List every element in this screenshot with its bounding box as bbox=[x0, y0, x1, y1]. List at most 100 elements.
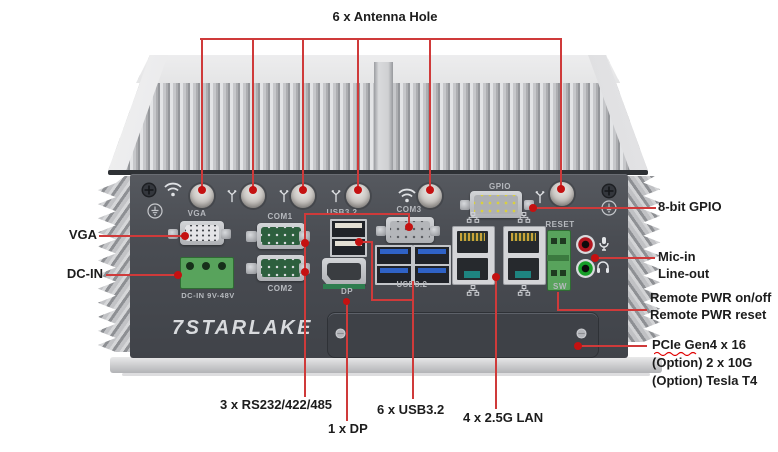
reset-block-divider bbox=[547, 255, 569, 261]
callout-dot bbox=[181, 232, 189, 240]
panel-silk-reset: RESET bbox=[545, 220, 575, 229]
callout-line-serial bbox=[408, 214, 410, 224]
callout-label-line-out: Line-out bbox=[658, 266, 710, 281]
antenna-icon bbox=[279, 190, 289, 203]
usb-port bbox=[413, 245, 451, 266]
callout-line-dc-in bbox=[106, 274, 176, 276]
usb-tongue bbox=[380, 268, 408, 273]
lan-icon bbox=[466, 285, 480, 296]
dp-port-slot bbox=[327, 263, 361, 280]
com3-screw-nut bbox=[430, 226, 440, 236]
callout-label-usb: 6 x USB3.2 bbox=[377, 402, 445, 417]
panel-silk-usb-top: USB3.2 bbox=[320, 208, 364, 217]
usb-tongue bbox=[335, 223, 362, 228]
usb-port bbox=[413, 264, 451, 285]
pcie-slot-cover bbox=[327, 312, 599, 358]
dc-in-terminal-screw bbox=[186, 262, 194, 270]
lan-jack bbox=[508, 258, 539, 280]
callout-dot bbox=[405, 223, 413, 231]
callout-line-serial bbox=[304, 214, 306, 397]
usb-port bbox=[330, 237, 367, 257]
callout-dot bbox=[198, 186, 206, 194]
panel-silk-gpio: GPIO bbox=[488, 182, 511, 191]
callout-dot bbox=[574, 342, 582, 350]
reset-terminal bbox=[560, 270, 566, 276]
dc-in-terminal-screw bbox=[218, 262, 226, 270]
callout-label-serial: 3 x RS232/422/485 bbox=[220, 397, 333, 412]
com1-screw-nut bbox=[246, 231, 257, 242]
callout-line-vga bbox=[99, 235, 182, 237]
callout-line-antenna bbox=[252, 39, 254, 189]
mic-in-jack bbox=[576, 235, 595, 254]
panel-silk-com2: COM2 bbox=[267, 284, 293, 293]
callout-label-pcie-option-2: (Option) Tesla T4 bbox=[652, 373, 758, 388]
vga-screw-nut bbox=[221, 229, 231, 239]
panel-silk-com3: COM3 bbox=[396, 205, 422, 214]
lan-icon bbox=[466, 212, 480, 223]
wifi-icon bbox=[398, 188, 416, 203]
lan-jack bbox=[457, 258, 488, 280]
heatsink-center-channel bbox=[374, 62, 393, 171]
gpio-screw-nut bbox=[460, 200, 470, 210]
callout-line-dp bbox=[346, 301, 348, 421]
com2-screw-nut bbox=[246, 263, 257, 274]
usb-port bbox=[375, 245, 413, 266]
callout-line-serial bbox=[304, 213, 410, 215]
screw-icon bbox=[576, 328, 587, 339]
usb-tongue bbox=[335, 241, 362, 246]
reset-terminal bbox=[551, 270, 557, 276]
callout-label-remote-pwr-on-off: Remote PWR on/off bbox=[650, 290, 772, 305]
vga-port-face bbox=[185, 225, 219, 241]
line-out-jack bbox=[576, 259, 595, 278]
com2-port-face bbox=[261, 259, 301, 277]
callout-dot bbox=[591, 254, 599, 262]
lan-icon bbox=[517, 212, 531, 223]
lan-port-module bbox=[452, 226, 495, 285]
callout-dot bbox=[174, 271, 182, 279]
com3-screw-nut bbox=[376, 226, 386, 236]
callout-line-antenna bbox=[302, 39, 304, 189]
brand-logo: 7STARLAKE bbox=[172, 317, 314, 339]
antenna-icon bbox=[227, 190, 237, 203]
usb-port bbox=[330, 219, 367, 239]
ground-icon bbox=[147, 203, 163, 219]
antenna-icon bbox=[331, 190, 341, 203]
microphone-icon bbox=[599, 237, 609, 251]
screw-icon bbox=[141, 182, 157, 198]
callout-line-gpio bbox=[533, 207, 656, 209]
callout-dot bbox=[301, 239, 309, 247]
callout-label-lan: 4 x 2.5G LAN bbox=[463, 410, 544, 425]
chassis-base bbox=[110, 357, 662, 373]
panel-silk-sw: SW bbox=[553, 282, 567, 291]
callout-line-antenna bbox=[357, 39, 359, 189]
lan-jack-pins bbox=[511, 233, 536, 241]
usb-tongue bbox=[380, 249, 408, 254]
panel-silk-dc-in: DC-IN 9V-48V bbox=[181, 291, 235, 300]
heatsink-panel-seam bbox=[108, 170, 648, 175]
headphone-icon bbox=[597, 261, 609, 273]
callout-line-pcie bbox=[581, 345, 647, 347]
lan-jack bbox=[508, 231, 539, 253]
callout-label-dp: 1 x DP bbox=[328, 421, 368, 436]
callout-label-antenna: 6 x Antenna Hole bbox=[332, 9, 438, 24]
spellcheck-squiggle bbox=[654, 351, 697, 356]
usb-tongue bbox=[418, 249, 446, 254]
panel-silk-dp: DP bbox=[340, 287, 354, 296]
callout-dot bbox=[529, 204, 537, 212]
panel-silk-com1: COM1 bbox=[267, 212, 293, 221]
callout-line-usb bbox=[412, 281, 414, 399]
lan-icon bbox=[517, 285, 531, 296]
lan-jack-tab bbox=[464, 271, 480, 278]
callout-dot bbox=[299, 186, 307, 194]
callout-line-usb bbox=[371, 299, 414, 301]
screw-icon bbox=[335, 328, 346, 339]
left-side-fins bbox=[97, 176, 132, 352]
callout-label-dc-in: DC-IN bbox=[66, 266, 103, 281]
callout-line-audio bbox=[595, 257, 655, 259]
callout-label-pcie-option-1: (Option) 2 x 10G bbox=[652, 355, 753, 370]
callout-dot bbox=[249, 186, 257, 194]
callout-line-usb bbox=[371, 242, 373, 301]
callout-dot bbox=[426, 186, 434, 194]
callout-label-remote-pwr-reset: Remote PWR reset bbox=[650, 307, 767, 322]
callout-line-usb bbox=[359, 241, 373, 243]
